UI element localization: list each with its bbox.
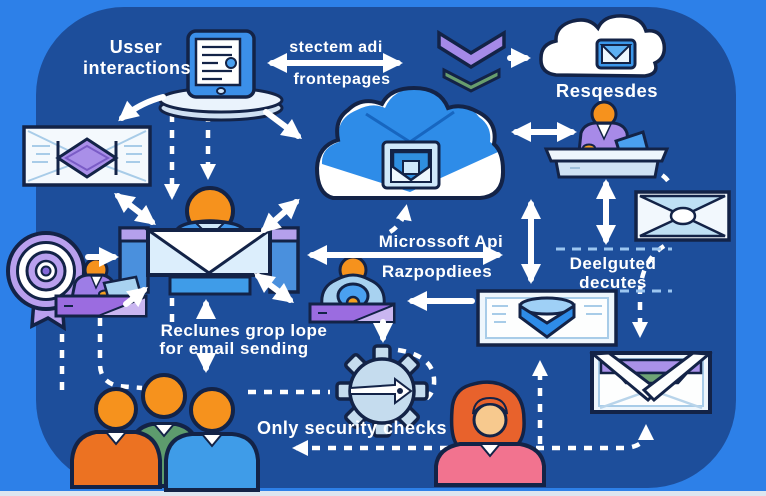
woman-user-icon [434,380,546,487]
chevron-green-icon [442,67,501,93]
arrow-tablet-to-cloud [263,109,302,139]
requests-label: Resqesdes [556,80,658,101]
user-interactions-label-1: Usser [110,37,163,57]
arrow-hub-cloud-double [260,198,300,234]
requires-label-1: Reclunes grop lope [161,321,328,340]
envelope-x-icon [634,190,731,242]
chevron-purple-icon [437,29,506,70]
speed-envelope-icon [22,125,152,187]
envelope-cube-icon [476,289,618,347]
agent-desk-right-icon [543,100,670,179]
gear-icon [335,344,429,438]
bottom-strip [0,491,766,496]
user-group-icon [70,373,260,492]
api-arrow-label-2: Razpopdiees [382,262,492,281]
dashed-arrow-security-checks [292,424,654,456]
labels: Usser interactions stectem adi frontepag… [83,37,658,438]
requests-cloud-icon [539,14,667,78]
requires-label-2: for email sending [159,339,308,358]
envelope-striped-icon [589,351,713,414]
frontend-arrow-label-1: stectem adi [289,39,383,56]
arrow-tablet-to-envelope [118,94,166,122]
security-label: Only security checks [257,418,447,438]
user-interactions-label-2: interactions [83,58,191,78]
delegated-label-1: Deelguted [570,254,657,273]
solid-arrows [85,48,616,373]
dashed-arrow-api-to-cloud [388,204,412,234]
delegated-label-2: decutes [579,273,647,292]
arrow-envelope-hub-double [114,192,156,226]
arrow-hub-monk-double [253,273,294,303]
agent-desk-left-icon [54,257,148,318]
dashed-arc-gear [397,347,437,405]
frontend-arrow-label-2: frontepages [293,71,390,88]
api-arrow-label-1: Microssoft Api [379,232,503,251]
mail-cloud-icon [314,85,506,200]
arrow-desk-to-hub [123,286,148,308]
